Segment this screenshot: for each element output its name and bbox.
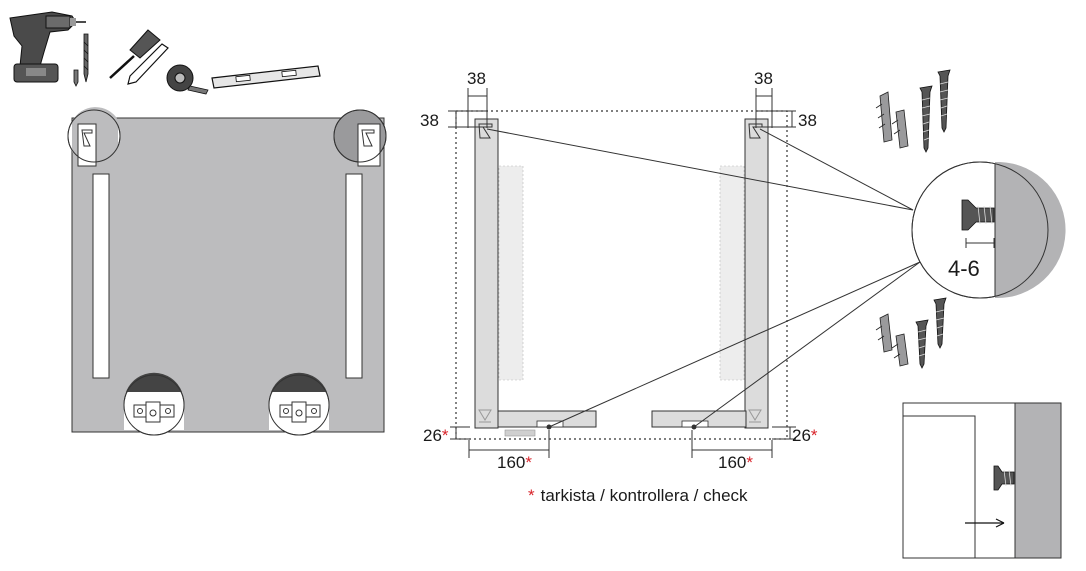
top-left-hanger-detail bbox=[67, 107, 121, 167]
screw-depth-detail: 4-6 bbox=[911, 161, 1066, 299]
dim-top-right-x: 38 bbox=[754, 69, 773, 88]
check-asterisk: * bbox=[746, 453, 753, 472]
dim-bottom-right-x-label: 160* bbox=[718, 453, 753, 472]
dim-top-left-y: 38 bbox=[420, 111, 439, 130]
dim-bottom-left-x: 160 bbox=[497, 453, 525, 472]
dim-bottom-left-y-label: 26* bbox=[423, 426, 449, 445]
depth-range-label: 4-6 bbox=[948, 256, 980, 281]
drill-icon bbox=[9, 11, 86, 83]
right-rail bbox=[345, 173, 363, 379]
wall-plug-icon bbox=[875, 91, 909, 149]
note-text: tarkista / kontrollera / check bbox=[541, 486, 748, 505]
check-asterisk: * bbox=[811, 426, 818, 445]
dim-bottom-right-y: 26 bbox=[792, 426, 811, 445]
check-asterisk: * bbox=[525, 453, 532, 472]
dim-bottom-left-x-label: 160* bbox=[497, 453, 532, 472]
dim-bottom-right-x: 160 bbox=[718, 453, 746, 472]
note-asterisk: * bbox=[528, 486, 535, 505]
tape-measure-icon bbox=[166, 64, 209, 95]
dim-top-right-y: 38 bbox=[798, 111, 817, 130]
check-note: * tarkista / kontrollera / check bbox=[528, 486, 748, 505]
screwdriver-icon bbox=[109, 29, 161, 79]
check-asterisk: * bbox=[442, 426, 449, 445]
left-rail bbox=[92, 173, 110, 379]
bottom-right-bracket-detail bbox=[268, 372, 330, 436]
drill-bit-icon bbox=[73, 33, 89, 87]
hanger-icon bbox=[361, 129, 375, 147]
wall-plug-icon bbox=[875, 313, 909, 367]
hanger-icon bbox=[748, 123, 763, 139]
pencil-icon bbox=[127, 43, 169, 85]
screw-icon bbox=[915, 297, 947, 369]
cabinet-back-view bbox=[67, 107, 387, 436]
arrow-right-icon bbox=[995, 518, 1005, 528]
side-section-view bbox=[902, 402, 1062, 559]
hanger-icon bbox=[81, 129, 93, 147]
dim-bottom-right-y-label: 26* bbox=[792, 426, 818, 445]
screw-icon bbox=[919, 69, 951, 153]
dim-bottom-left-y: 26 bbox=[423, 426, 442, 445]
screw-icon bbox=[961, 199, 995, 231]
dim-top-left-x: 38 bbox=[467, 69, 486, 88]
spirit-level-icon bbox=[211, 65, 321, 89]
bottom-left-bracket-detail bbox=[123, 372, 185, 436]
top-right-hanger-detail bbox=[333, 109, 387, 167]
measurement-diagram: 38 38 38 38 26* 26* 160* 160* bbox=[420, 69, 921, 472]
